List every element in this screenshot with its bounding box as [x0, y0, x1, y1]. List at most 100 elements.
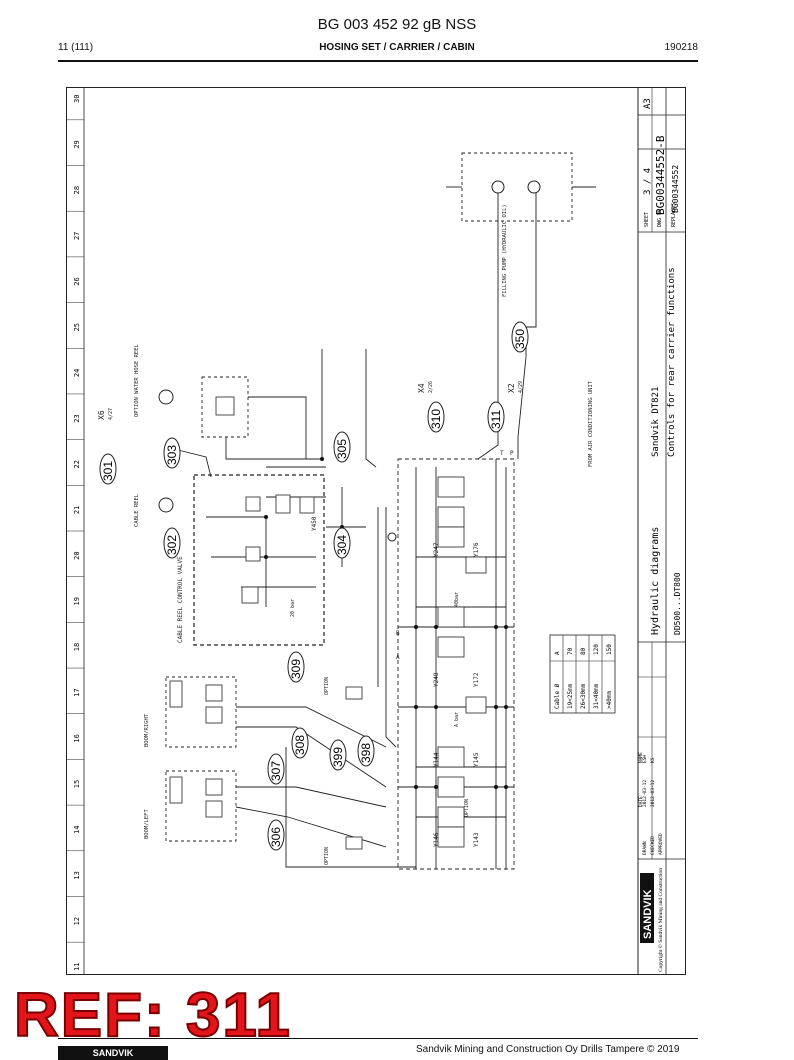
- grid-number: 12: [73, 917, 81, 925]
- cable-table-cell: 80: [580, 647, 587, 655]
- header-rule: [58, 60, 698, 62]
- revision-table: DRAWN2012-03-12ESHCHECKED2012-03-12KSAPP…: [638, 752, 664, 855]
- revision-header: DATE: [638, 796, 644, 807]
- dwg-number: BG00344552-B: [654, 135, 667, 215]
- cable-table-cell: 70: [567, 647, 574, 655]
- label-cable-reel-control: CABLE REEL CONTROL VALVE: [177, 556, 184, 643]
- callout-number: 306: [269, 827, 283, 847]
- title-block: SANDVIK Copyright © Sandvik Mining and C…: [637, 87, 686, 975]
- models-text: DD500...DT800: [673, 572, 682, 635]
- revision-cell: APPROVED: [658, 833, 664, 855]
- callout-number: 304: [335, 535, 349, 555]
- function-text: Controls for rear carrier functions: [667, 267, 677, 457]
- label-y143: Y143: [473, 832, 480, 847]
- label-x4-ref: 2/26: [428, 381, 434, 393]
- cable-table-cell: 120: [593, 644, 600, 655]
- callout-number: 308: [293, 735, 307, 755]
- callout-399: 399: [329, 739, 347, 771]
- label-y247: Y247: [433, 542, 440, 557]
- callout-number: 303: [165, 445, 179, 465]
- callout-number: 307: [269, 761, 283, 781]
- label-port-t: T: [500, 450, 504, 457]
- revision-cell: ESH: [642, 755, 648, 763]
- callout-number: 399: [331, 747, 345, 767]
- copyright-text: Copyright © Sandvik Mining and Construct…: [657, 868, 664, 972]
- label-boom-right: BOOM/RIGHT: [144, 713, 150, 747]
- component-labels: X6 4/27 X4 2/26 X2 4/29 OPTION WATER HOS…: [97, 204, 594, 865]
- label-option-3: OPTION: [464, 799, 470, 817]
- label-port-p: P: [510, 450, 514, 457]
- page-title: HOSING SET / CARRIER / CABIN: [319, 42, 475, 53]
- revision-cell: KS: [650, 757, 656, 763]
- callout-307: 307: [267, 753, 285, 785]
- sandvik-logo-text: SANDVIK: [642, 889, 654, 939]
- callout-311: 311: [487, 401, 505, 433]
- label-y144: Y144: [433, 752, 440, 767]
- callout-number: 302: [165, 535, 179, 555]
- label-bar-a: A bar: [454, 712, 460, 727]
- boom-left-block: [165, 770, 237, 842]
- label-x6-ref: 4/27: [108, 408, 114, 420]
- callout-301: 301: [99, 453, 117, 485]
- label-boom-left: BOOM/LEFT: [144, 809, 150, 839]
- grid-number: 20: [73, 551, 81, 559]
- sheet-value: 3 / 4: [643, 168, 653, 195]
- dwg-label: DWG NO: [657, 209, 663, 227]
- label-cable-reel: CABLE REEL: [134, 493, 140, 527]
- label-filling: FILLING PUMP (HYDRAULIC OIL): [502, 204, 508, 297]
- grid-number: 28: [73, 186, 81, 194]
- revision-cell: DRAWN: [642, 841, 648, 855]
- label-y248: Y248: [433, 672, 440, 687]
- cable-table-cell: 26<30mm: [580, 683, 587, 709]
- callout-number: 310: [429, 409, 443, 429]
- sheet-label: SHEET: [644, 212, 650, 227]
- label-y176: Y176: [473, 542, 480, 557]
- callout-303: 303: [163, 437, 181, 469]
- label-y145: Y145: [473, 752, 480, 767]
- callout-305: 305: [333, 431, 351, 463]
- grid-number: 19: [73, 597, 81, 605]
- grid-number: 13: [73, 871, 81, 879]
- label-x2-ref: 4/29: [518, 381, 524, 393]
- grid-number: 21: [73, 506, 81, 514]
- grid-number: 25: [73, 323, 81, 331]
- label-bar-20: 20 bar: [290, 599, 296, 617]
- grid-number: 29: [73, 140, 81, 148]
- diagram-type: Hydraulic diagrams: [650, 527, 661, 635]
- replaces-number: BG00344552: [671, 165, 680, 213]
- callout-number: 305: [335, 439, 349, 459]
- hydraulic-diagram: 1112131415161718192021222324252627282930…: [66, 87, 686, 975]
- cable-table-cell: 19<25mm: [567, 683, 574, 709]
- cable-table-cell: 31<40mm: [593, 683, 600, 709]
- page-code: BG 003 452 92 gB NSS: [317, 16, 477, 33]
- cable-table-cell: Cable Ø: [554, 683, 561, 709]
- grid-number: 23: [73, 414, 81, 422]
- filling-pump-block: [461, 152, 573, 222]
- revision-cell: 2012-03-12: [642, 780, 648, 807]
- label-x6: X6: [97, 410, 106, 420]
- callout-398: 398: [357, 735, 375, 767]
- callout-304: 304: [333, 527, 351, 559]
- boom-right-block: [165, 676, 237, 748]
- page-number: 11 (111): [58, 42, 94, 53]
- label-x4: X4: [417, 383, 426, 393]
- label-port-b: B: [396, 630, 400, 637]
- hydraulic-lines: [165, 152, 596, 870]
- component-circles: [158, 180, 541, 542]
- callout-number: 309: [289, 659, 303, 679]
- callout-number: 301: [101, 461, 115, 481]
- label-to-air: FROM AIR CONDITIONING UNIT: [588, 380, 594, 467]
- callout-number: 398: [359, 743, 373, 763]
- water-hose-block: [201, 376, 249, 438]
- footer-logo: SANDVIK: [58, 1046, 168, 1060]
- grid-number: 26: [73, 277, 81, 285]
- callout-number: 311: [489, 410, 503, 429]
- grid-number: 24: [73, 369, 81, 377]
- label-y172: Y172: [473, 672, 480, 687]
- grid-number: 15: [73, 780, 81, 788]
- callout-308: 308: [291, 727, 309, 759]
- label-y450: Y450: [311, 516, 318, 531]
- grid-number: 17: [73, 688, 81, 696]
